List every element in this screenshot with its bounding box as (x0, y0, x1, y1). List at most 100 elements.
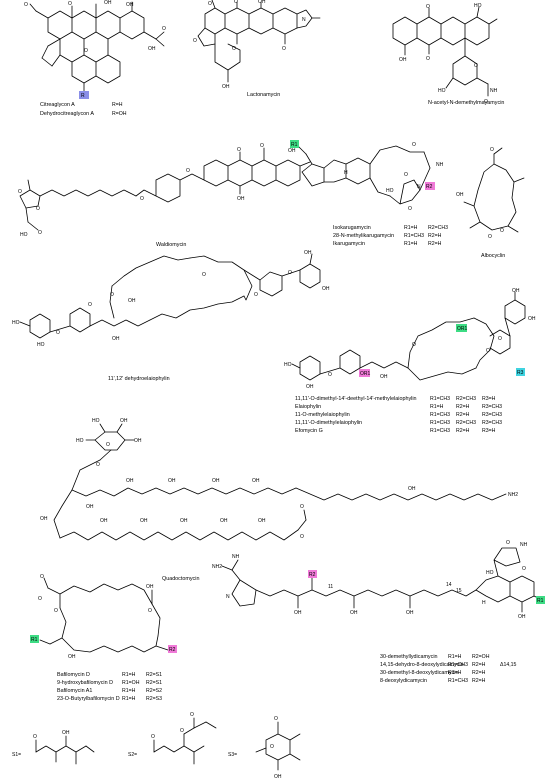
atom-label: HO (284, 362, 292, 368)
structure-n-acetyl-mayamycin: HO O O OH O HO NH O N-acetyl-N-demethylm… (392, 3, 504, 106)
atom-label: N (302, 17, 306, 23)
atom-label: O (148, 608, 152, 614)
compound-substituent: R1=CH3 (430, 428, 450, 434)
r1-highlight (536, 596, 545, 604)
r2-highlight (308, 570, 317, 578)
atom-label: H (482, 600, 486, 606)
atom-label: O (106, 442, 110, 448)
compound-name: 11-O-methylelaiophylin (295, 412, 350, 418)
compound-substituent: R2=OH (472, 654, 490, 660)
atom-label: O (234, 0, 238, 5)
atom-label: O (300, 504, 304, 510)
atom-label: O (54, 608, 58, 614)
atom-label: O (484, 99, 488, 105)
compound-name: 9-hydroxybafilomycin D (57, 680, 113, 686)
compound-name: N-acetyl-N-demethylmayamycin (428, 100, 504, 106)
structure-quadoctomycin: HO OH OH HO O O OH OH OH OH OH OH OH OH … (40, 418, 518, 582)
atom-label: O (488, 234, 492, 240)
atom-label: O (426, 56, 430, 62)
structure-bafilomycin: R1 R2 O O OH O OH O Bafilomycin D R1=H R… (30, 574, 177, 702)
atom-label: O (282, 46, 286, 52)
compound-substituent: R2=H (472, 678, 486, 684)
compound-substituent: R1=CH3 (430, 412, 450, 418)
atom-label: HO (486, 570, 494, 576)
compound-substituent: R2=H (456, 404, 470, 410)
r2-highlight (168, 645, 177, 653)
structure-lydicamycin: R2 R1 NH NH2 N OH OH OH H OH HO NH O O 1… (212, 540, 545, 684)
atom-label: OH (399, 57, 407, 63)
compound-substituent: R2=S3 (146, 696, 162, 702)
atom-label: O (110, 292, 114, 298)
atom-label: R1 (537, 598, 544, 604)
atom-label: HO (474, 3, 482, 9)
compound-substituent: R1=CH3 (430, 420, 450, 426)
r-highlight (79, 91, 89, 99)
compound-substituent: R1=CH3 (448, 662, 468, 668)
atom-label: OH (40, 516, 48, 522)
atom-label: O (522, 566, 526, 572)
compound-substituent: R=OH (112, 111, 127, 117)
atom-label: OH (258, 0, 266, 5)
structure-citreaglycon: O O O OH OH OH O R Citreaglycon A R=H De… (24, 0, 166, 117)
atom-label: OH (512, 288, 520, 294)
compound-name: 11',12' dehydroelaiophylin (108, 376, 170, 382)
atom-label: O (506, 540, 510, 546)
compound-name: Lactonamycin (247, 92, 280, 98)
atom-label: OH (220, 518, 228, 524)
r1-highlight (30, 635, 39, 643)
atom-label: OH (148, 46, 156, 52)
atom-label: OH (294, 610, 302, 616)
compound-substituent: R1=CH3 (430, 396, 450, 402)
atom-label: OH (146, 584, 154, 590)
compound-name: Efomycin G (295, 428, 323, 434)
atom-label: N (226, 594, 230, 600)
compound-substituent: R2=S1 (146, 680, 162, 686)
compound-substituent: R1=CH3 (404, 233, 424, 239)
atom-label: OH (180, 518, 188, 524)
atom-label: O (162, 26, 166, 32)
compound-substituent: R3=CH3 (482, 420, 502, 426)
compound-name: Dehydrocitreaglycon A (40, 111, 94, 117)
compound-substituent: R1=H (430, 404, 444, 410)
atom-label: OH (237, 196, 245, 202)
atom-label: O (490, 147, 494, 153)
atom-label: O (96, 462, 100, 468)
atom-label: OH (212, 478, 220, 484)
compound-name: 23-O-Butyrylbafilomycin D (57, 696, 120, 702)
r3-highlight (516, 368, 525, 376)
atom-label: OH (274, 774, 282, 779)
atom-label: NH (436, 162, 444, 168)
atom-label: O (474, 63, 478, 69)
atom-label: HO (92, 418, 100, 424)
atom-label: OH (258, 518, 266, 524)
atom-label: OH (252, 478, 260, 484)
r2-highlight (359, 369, 370, 377)
atom-label: R1 (31, 637, 38, 643)
atom-label: O (500, 228, 504, 234)
structure-elaiophylin: OR1 OR1 R3 HO OH O OH O O O OH OH (284, 288, 536, 390)
atom-label: OH (222, 84, 230, 90)
compound-substituent: R1=H (404, 241, 418, 247)
elaiophylin-table: 11,11'-O-dimethyl-14'-deethyl-14'-methyl… (295, 396, 502, 434)
atom-label: OH (134, 438, 142, 444)
compound-substituent: R2=H (428, 233, 442, 239)
atom-label: R (81, 93, 85, 99)
atom-label: O (190, 712, 194, 718)
compound-substituent: R3=CH3 (482, 404, 502, 410)
atom-label: NH (232, 554, 240, 560)
compound-substituent: R1=CH3 (448, 678, 468, 684)
compound-name: 11,11'-O-dimethylelaiophylin (295, 420, 362, 426)
atom-label: OH (140, 518, 148, 524)
structure-dehydroelaiophylin: HO HO O O OH O OH O O O OH OH 11',12' de… (12, 250, 330, 382)
compound-substituent: R2=CH3 (456, 420, 476, 426)
atom-label: R1 (291, 142, 298, 148)
atom-label: H (344, 170, 348, 176)
atom-label: OH (406, 610, 414, 616)
atom-label: OH (104, 0, 112, 6)
compound-substituent: R3=H (482, 396, 496, 402)
atom-label: NH2 (508, 492, 518, 498)
atom-label: O (33, 734, 37, 740)
compound-name: Bafilomycin D (57, 672, 90, 678)
atom-label: O (412, 142, 416, 148)
compound-name: 30-demethyllydicamycin (380, 654, 438, 660)
